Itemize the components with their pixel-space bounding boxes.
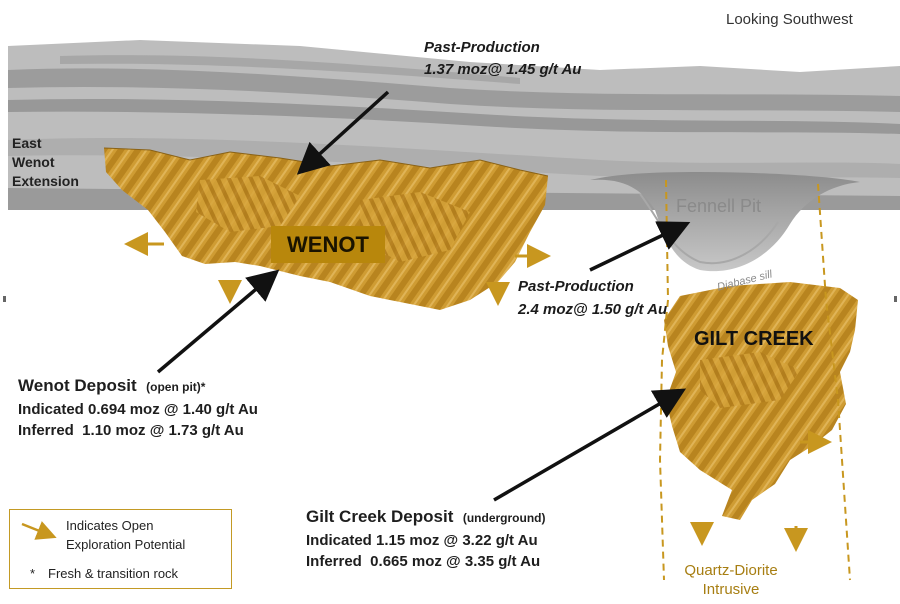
past-production-value: 2.4 moz@ 1.50 g/t Au <box>518 298 667 321</box>
past-production-wenot: Past-Production 1.37 moz@ 1.45 g/t Au <box>424 37 581 81</box>
quartz-diorite-line-2: Intrusive <box>666 580 796 599</box>
east-extension-line-1: East <box>12 134 79 153</box>
gilt-creek-deposit-summary: Gilt Creek Deposit (underground) Indicat… <box>306 505 545 572</box>
past-production-title: Past-Production <box>424 37 581 59</box>
wenot-deposit-summary: Wenot Deposit (open pit)* Indicated 0.69… <box>18 374 258 441</box>
wenot-deposit-title: Wenot Deposit <box>18 376 137 395</box>
legend-arrow-line-1: Indicates Open <box>66 516 185 535</box>
wenot-label: WENOT <box>271 226 385 263</box>
legend-arrow-line-2: Exploration Potential <box>66 535 185 554</box>
legend-star-text: Fresh & transition rock <box>48 566 178 581</box>
quartz-diorite-line-1: Quartz-Diorite <box>666 561 796 580</box>
past-production-fennell: Past-Production 2.4 moz@ 1.50 g/t Au <box>518 275 667 321</box>
callout-wenot <box>158 274 274 372</box>
quartz-diorite-label: Quartz-Diorite Intrusive <box>666 561 796 599</box>
view-direction-label: Looking Southwest <box>726 11 853 28</box>
wenot-indicated: Indicated 0.694 moz @ 1.40 g/t Au <box>18 399 258 420</box>
gilt-creek-inferred: Inferred 0.665 moz @ 3.35 g/t Au <box>306 551 545 572</box>
gilt-creek-indicated: Indicated 1.15 moz @ 3.22 g/t Au <box>306 530 545 551</box>
gilt-creek-deposit-note: (underground) <box>463 511 546 525</box>
legend-arrow-icon <box>20 520 60 544</box>
legend-arrow-text: Indicates Open Exploration Potential <box>66 516 185 554</box>
fennell-pit-label: Fennell Pit <box>676 196 761 217</box>
legend-star-symbol: * <box>30 566 35 581</box>
edge-tick-right <box>894 296 897 302</box>
wenot-deposit-note: (open pit)* <box>146 380 205 394</box>
wenot-inferred: Inferred 1.10 moz @ 1.73 g/t Au <box>18 420 258 441</box>
edge-tick-left <box>3 296 6 302</box>
past-production-value: 1.37 moz@ 1.45 g/t Au <box>424 59 581 81</box>
legend: Indicates Open Exploration Potential * F… <box>9 509 232 589</box>
gilt-creek-label: GILT CREEK <box>694 328 814 351</box>
east-extension-line-3: Extension <box>12 172 79 191</box>
callout-past-production-2 <box>590 225 684 270</box>
gilt-creek-deposit-title: Gilt Creek Deposit <box>306 507 453 526</box>
callout-gilt-creek <box>494 392 680 500</box>
east-extension-line-2: Wenot <box>12 153 79 172</box>
past-production-title: Past-Production <box>518 275 667 298</box>
east-wenot-extension-label: East Wenot Extension <box>12 134 79 191</box>
